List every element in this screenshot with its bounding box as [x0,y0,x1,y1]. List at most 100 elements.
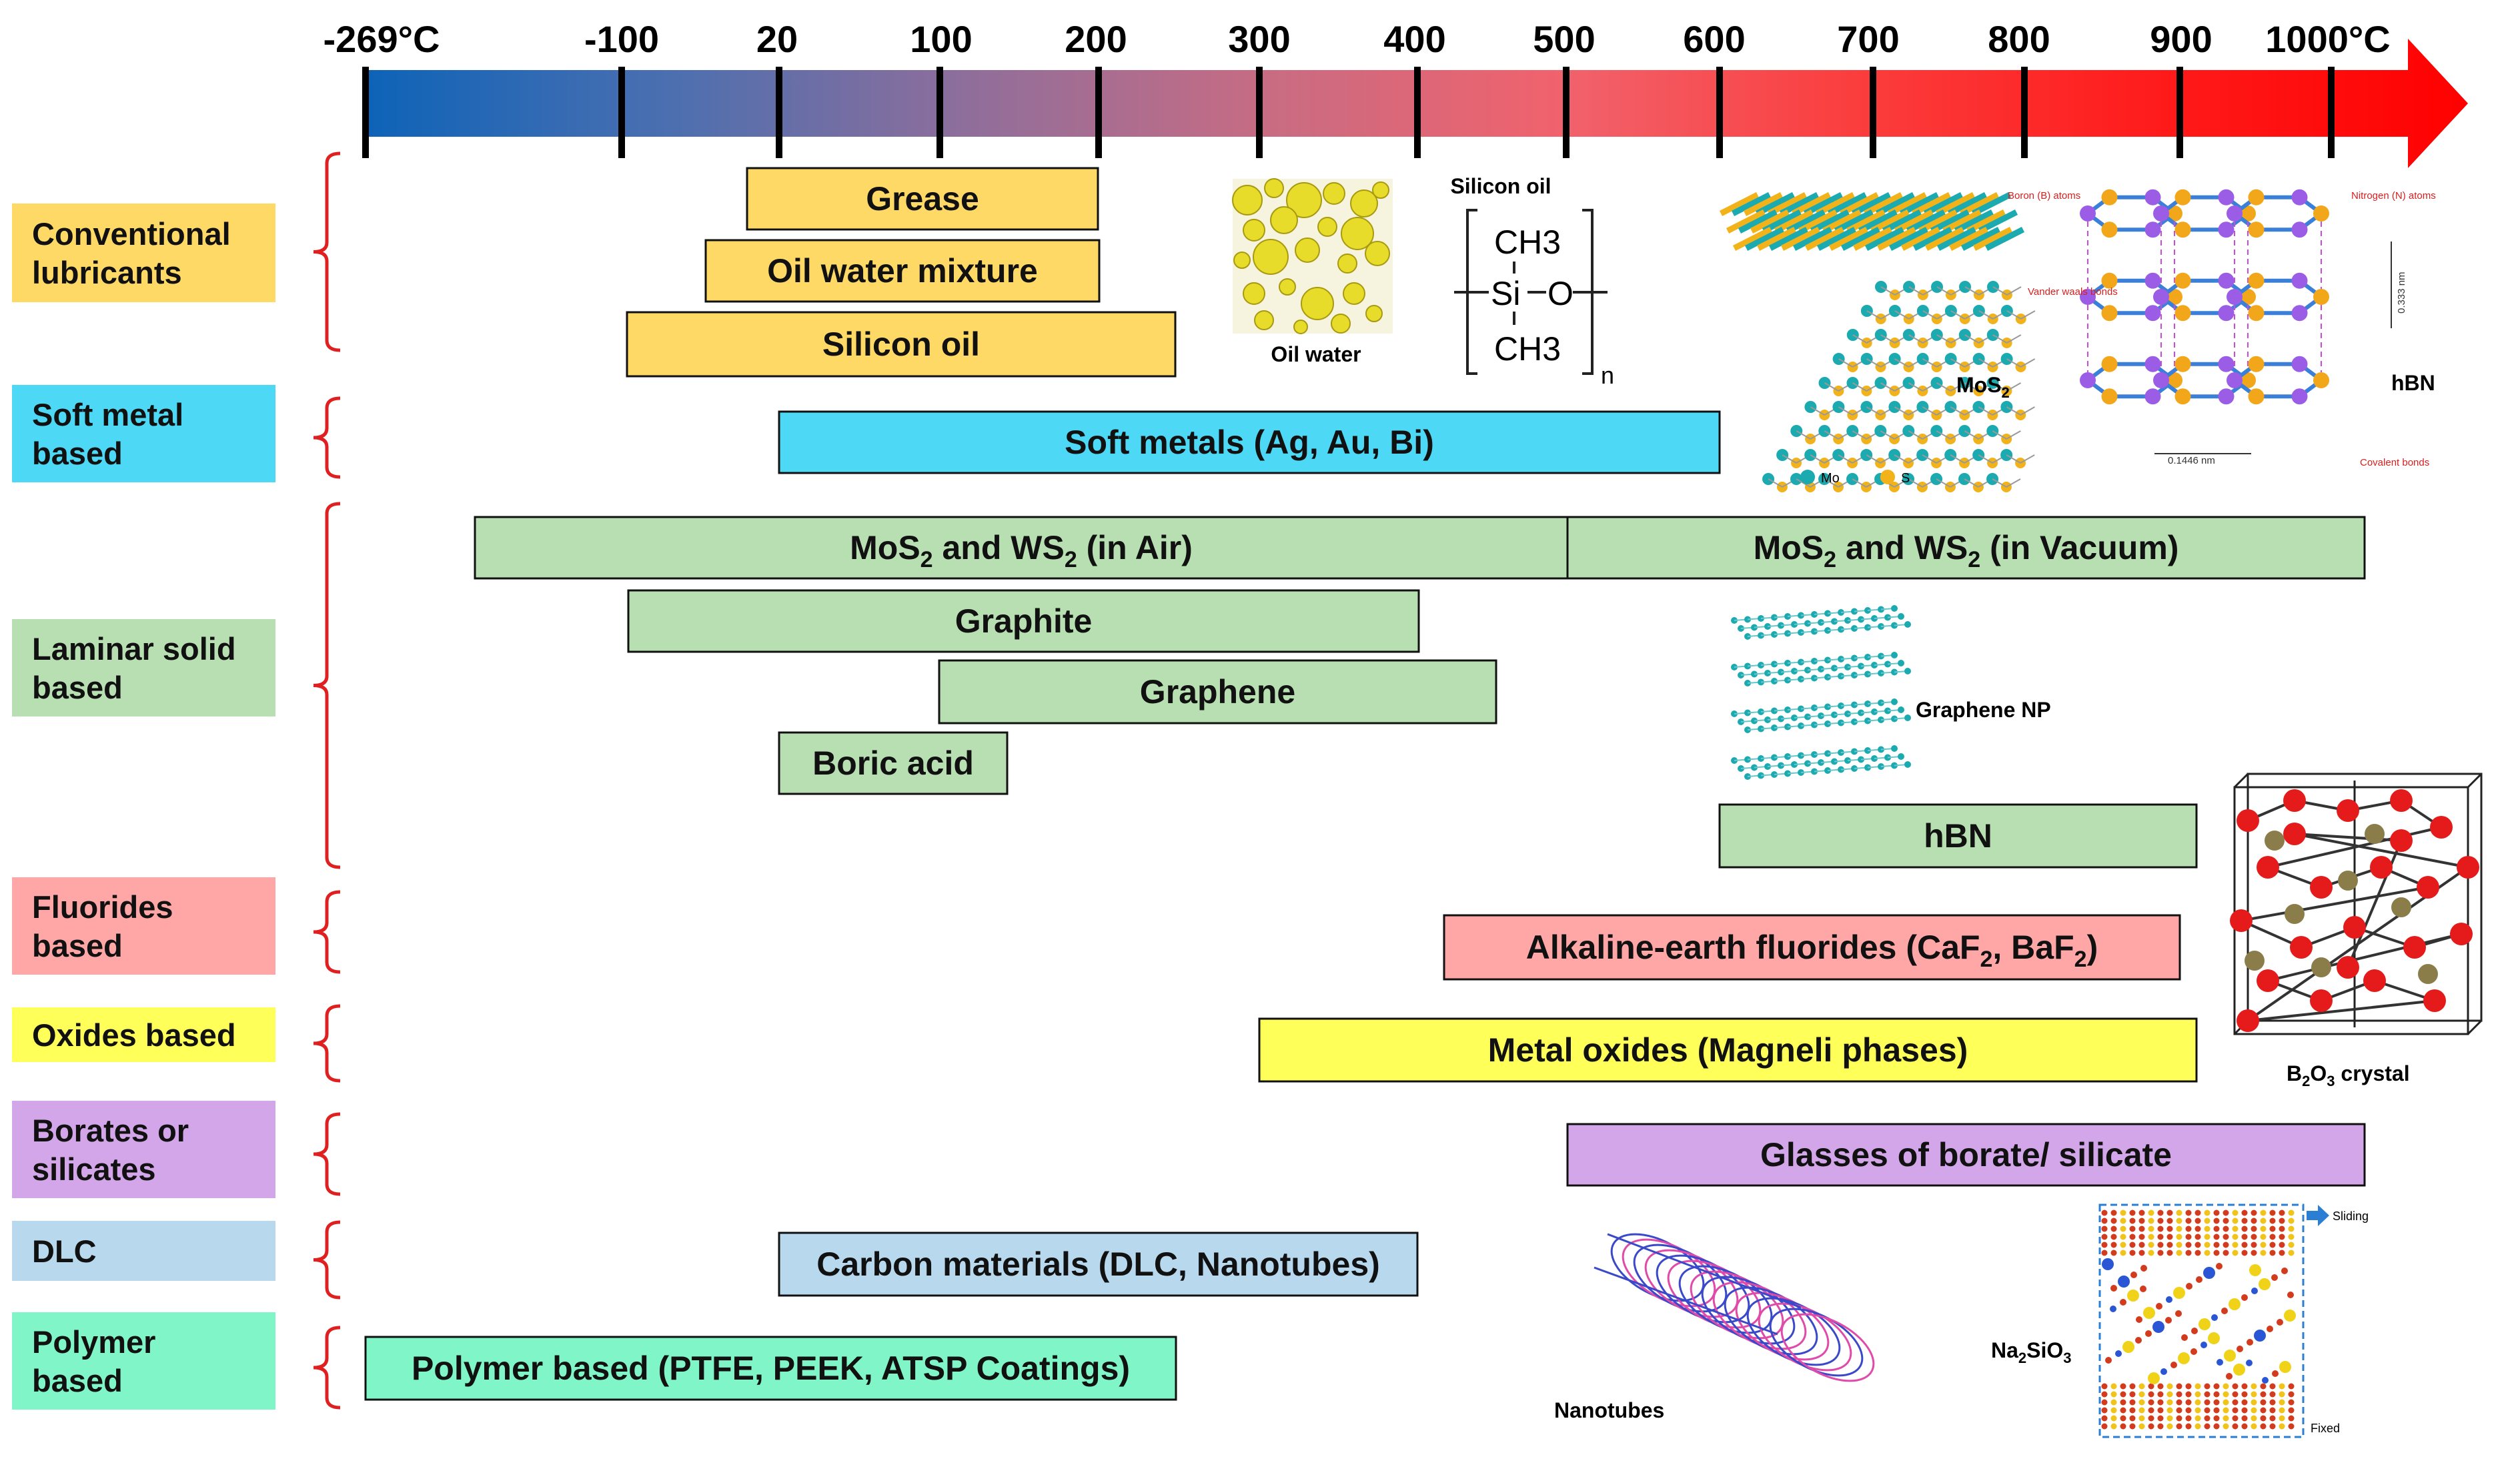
axis-tick-label-p600: 600 [1683,18,1745,60]
hbn-structure-illustration: Boron (B) atoms Nitrogen (N) atoms Vande… [2008,189,2436,468]
axis-tick-label-p20: 20 [756,18,798,60]
formula-ch3-top: CH3 [1494,223,1561,261]
b2o3-crystal-illustration: B2O3 crystal [2230,773,2483,1089]
formula-n: n [1601,362,1614,389]
graphene-np-caption: Graphene NP [1916,698,2051,722]
bar-label-polymerbar: Polymer based (PTFE, PEEK, ATSP Coatings… [412,1350,1130,1387]
axis-tick-label-p1000: 1000°C [2265,18,2390,60]
category-box-laminar [12,619,275,716]
b2o3-caption: B2O3 crystal [2287,1061,2410,1089]
category-label-softmetal-line1: Soft metal [32,397,183,432]
mos2-legend-mo: Mo [1821,471,1840,486]
mos2-top-view-lattice [1762,281,2036,492]
bar-label-boric: Boric acid [812,745,974,782]
category-box-oxides [12,1007,275,1062]
category-box-softmetal [12,385,275,482]
category-label-conventional-line1: Conventional [32,216,231,252]
hbn-lattice-a-label: 0.1446 nm [2168,455,2215,466]
graphene-sheets [1731,605,1911,780]
bar-graphene [938,659,1497,724]
brace-softmetal [313,396,341,479]
mos2-legend-s: S [1901,471,1910,486]
category-label-softmetal-line2: based [32,436,123,471]
axis-tick-label-p900: 900 [2150,18,2212,60]
oil-water-illustration: Oil water [1232,178,1393,366]
bar-label-metaloxides: Metal oxides (Magneli phases) [1488,1031,1968,1069]
axis-tick-label-p500: 500 [1533,18,1595,60]
bar-hbn [1718,803,2198,869]
bar-label-carbon: Carbon materials (DLC, Nanotubes) [816,1246,1380,1283]
bar-boric [778,731,1009,795]
category-label-laminar-line1: Laminar solid [32,631,236,666]
category-label-borates-line1: Borates or [32,1113,189,1148]
bar-glasses [1566,1123,2366,1187]
category-label-borates-line2: silicates [32,1151,156,1187]
bar-label-hbn: hBN [1924,817,1992,855]
bar-label-softmetals: Soft metals (Ag, Au, Bi) [1065,424,1434,461]
carbon-nanotube-drawing [1594,1233,1875,1382]
bar-label-grease: Grease [866,180,979,217]
category-label-laminar-line2: based [32,670,123,705]
category-label-oxides-line1: Oxides based [32,1017,236,1053]
hbn-vdw-label: Vander waals bonds [2028,286,2118,298]
bar-label-oilwater: Oil water mixture [767,252,1038,290]
axis-tick-label-p100: 100 [910,18,972,60]
bar-metaloxides [1258,1017,2198,1083]
bar-label-mos2vac: MoS2 and WS2 (in Vacuum) [1754,529,2179,572]
bar-siliconoil [626,311,1177,378]
bar-polymerbar [364,1336,1177,1401]
category-box-conventional [12,203,275,302]
na2sio3-simulation-illustration: Na2SiO3 Sliding Fixed [1991,1203,2369,1438]
hbn-caption: hBN [2391,371,2435,395]
category-box-fluorides [12,877,275,975]
bar-mos2vac [1566,516,2366,580]
brace-polymer [313,1326,341,1410]
na2sio3-sliding-label: Sliding [2333,1209,2369,1223]
b2o3-unit-cell [2230,773,2483,1035]
oil-water-caption: Oil water [1271,342,1361,366]
category-label-fluorides-line2: based [32,928,123,963]
mos2-side-view [1719,191,2025,252]
hbn-lattice-c-label: 0.333 nm [2396,272,2407,314]
graphene-np-illustration: Graphene NP [1731,605,2051,780]
nanotube-illustration: Nanotubes [1554,1233,1875,1422]
mos2-caption: MoS2 [1956,373,2010,401]
category-label-fluorides-line1: Fluorides [32,889,173,925]
axis-tick-label-m100: -100 [584,18,659,60]
bar-softmetals [778,410,1721,474]
formula-si: Si [1491,275,1520,312]
axis-tick-label-p200: 200 [1065,18,1127,60]
bar-graphite [627,589,1420,653]
nanotubes-caption: Nanotubes [1554,1398,1664,1422]
category-box-borates [12,1101,275,1198]
axis-tick-label-p400: 400 [1383,18,1445,60]
silicon-oil-formula: Silicon oil CH3 Si O CH3 n [1450,174,1614,389]
category-box-polymer [12,1312,275,1410]
mos2-structure-illustration: MoS2 Mo S [1719,191,2036,492]
silicon-oil-formula-title: Silicon oil [1450,174,1551,198]
bar-label-siliconoil: Silicon oil [822,326,980,363]
category-label-polymer-line2: based [32,1363,123,1398]
hbn-covalent-label: Covalent bonds [2360,457,2429,468]
bar-label-mos2air: MoS2 and WS2 (in Air) [850,529,1193,572]
bar-mos2air [474,516,1569,580]
category-label-polymer-line1: Polymer [32,1324,155,1360]
bar-grease [746,167,1099,231]
brace-conventional [313,151,341,352]
na2sio3-fixed-label: Fixed [2311,1422,2340,1435]
category-label-dlc-line1: DLC [32,1234,97,1269]
na2sio3-atom-snapshot [2098,1203,2305,1438]
bar-label-fluoride: Alkaline-earth fluorides (CaF2, BaF2) [1526,929,2098,972]
hbn-nitrogen-label: Nitrogen (N) atoms [2351,190,2436,201]
brace-borates [313,1112,341,1196]
axis-tick-label-p700: 700 [1837,18,1899,60]
formula-o: O [1547,275,1573,312]
category-label-conventional-line2: lubricants [32,255,182,290]
formula-ch3-bottom: CH3 [1494,330,1561,368]
axis-tick-label-m269: -269°C [324,18,440,60]
brace-oxides [313,1004,341,1083]
